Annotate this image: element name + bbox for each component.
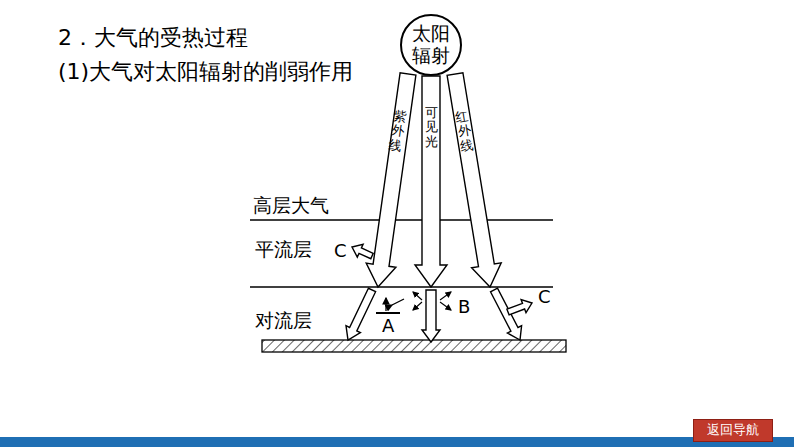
callout-letter: C — [334, 240, 347, 263]
radiation-name: 可见光 — [425, 106, 438, 149]
callout-letter: C — [538, 286, 551, 309]
radiation-arrow — [507, 300, 532, 315]
bottom-bar — [0, 437, 794, 447]
sun-circle: 太阳 辐射 — [400, 14, 462, 76]
radiation-arrow — [346, 288, 376, 340]
layer-boundary — [250, 219, 553, 220]
layer-name: 高层大气 — [253, 194, 329, 218]
radiation-arrow — [447, 73, 501, 287]
layer-name: 对流层 — [255, 309, 312, 333]
radiation-arrow — [352, 244, 373, 258]
ground-hatch — [262, 340, 566, 352]
slide-title: 2．大气的受热过程 — [58, 24, 248, 52]
nav-button: 返回导航 — [693, 419, 773, 442]
cloud-line — [376, 312, 400, 314]
callout-letter: B — [458, 296, 470, 319]
layer-name: 平流层 — [255, 238, 312, 262]
node-text: 返回导航 — [707, 423, 759, 438]
scatter-arrow — [413, 292, 422, 300]
subtitle: (1)大气对太阳辐射的削弱作用 — [58, 58, 353, 86]
radiation-arrow — [422, 290, 440, 342]
scatter-arrow — [413, 302, 422, 310]
scatter-arrow — [440, 302, 451, 310]
layer-boundary — [250, 286, 553, 287]
radiation-arrow — [415, 76, 447, 287]
radiation-arrow — [366, 73, 416, 287]
reflect-arrow — [385, 298, 386, 311]
radiation-arrow — [491, 288, 522, 340]
reflect-arrow — [392, 299, 404, 305]
node-text: 太阳 辐射 — [412, 23, 450, 67]
callout-letter: A — [382, 315, 394, 338]
scatter-arrow — [440, 292, 451, 300]
